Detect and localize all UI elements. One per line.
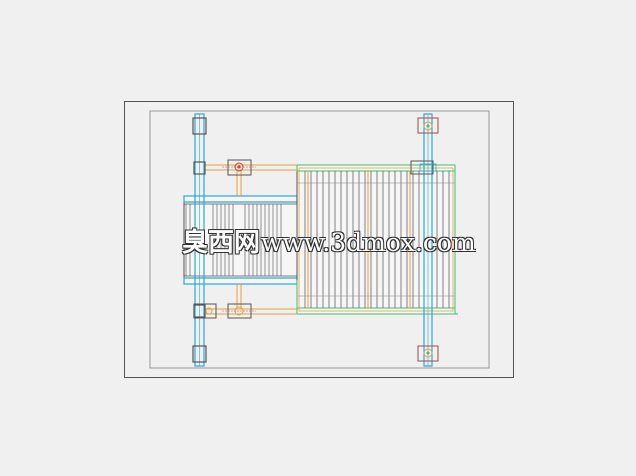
roller-conveyor-right [296, 164, 456, 315]
bearing-block-icon [417, 117, 439, 134]
gear-motor-icon [222, 303, 256, 319]
bearing-block-icon [193, 303, 217, 319]
left-vertical-rail [192, 113, 207, 367]
bearing-block-icon [410, 160, 437, 175]
inner-frame [149, 110, 490, 369]
green-trim [296, 165, 458, 315]
belt-conveyor-left [183, 195, 298, 285]
bearing-block-icon [417, 345, 439, 362]
gear-motor-icon [222, 159, 256, 176]
